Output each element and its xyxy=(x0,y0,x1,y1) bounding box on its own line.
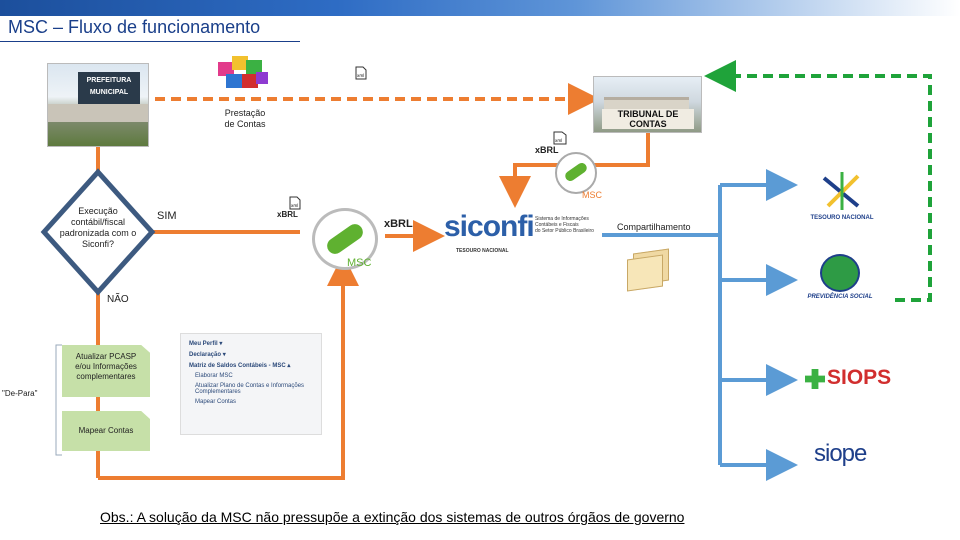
decision-diamond xyxy=(40,168,156,296)
siconfi-logo: siconfi Sistema de Informações Contábeis… xyxy=(444,210,604,258)
prefeitura-sign-line1: PREFEITURA xyxy=(86,77,132,84)
msc-pill-small-icon xyxy=(555,152,597,194)
tesouro-emblem-icon xyxy=(822,172,860,210)
compartilhamento-label: Compartilhamento xyxy=(617,222,691,232)
tesouro-text: TESOURO NACIONAL xyxy=(810,215,874,221)
tesouro-logo: TESOURO NACIONAL xyxy=(805,172,879,228)
page-title: MSC – Fluxo de funcionamento xyxy=(8,17,261,37)
siconfi-name: siconfi xyxy=(444,210,535,243)
prefeitura-sign-line2: MUNICIPAL xyxy=(89,89,129,96)
atualizar-pcasp-box: Atualizar PCASP e/ou Informações complem… xyxy=(62,345,150,397)
siconfi-desc-line2: Contábeis e Fiscais xyxy=(535,222,579,228)
previdencia-emblem-icon xyxy=(820,254,860,292)
xbrl-label-top: xBRL xyxy=(535,145,559,155)
msc-pill-icon xyxy=(312,208,378,270)
previdencia-text: PREVIDÊNCIA SOCIAL xyxy=(807,294,873,300)
atualizar-line2: e/ou Informações xyxy=(75,362,137,371)
menu-item-atualizar[interactable]: Atualizar Plano de Contas e Informações … xyxy=(195,383,305,395)
footer-note: Obs.: A solução da MSC não pressupõe a e… xyxy=(100,509,685,525)
nao-label: NÃO xyxy=(107,294,129,305)
document-icon-3: xml xyxy=(289,196,301,210)
de-para-label: "De-Para" xyxy=(2,389,38,398)
sim-label: SIM xyxy=(157,210,177,222)
document-icon-2: xml xyxy=(553,131,567,145)
prestacao-label: Prestação de Contas xyxy=(216,108,274,130)
prestacao-dashed-arrow xyxy=(96,83,600,115)
folder-icon xyxy=(627,248,669,292)
siconfi-desc: Sistema de Informações Contábeis e Fisca… xyxy=(535,216,605,234)
siconfi-desc-line3: do Setor Público Brasileiro xyxy=(535,228,594,234)
return-loop-arrow xyxy=(98,254,359,480)
header-bar xyxy=(0,0,960,16)
siope-logo: siope xyxy=(814,440,867,467)
decision-line2: contábil/fiscal xyxy=(70,217,126,227)
msc-label-green: MSC xyxy=(347,257,372,269)
menu-item-declaracao[interactable]: Declaração ▾ xyxy=(189,352,226,358)
menu-item-mapear[interactable]: Mapear Contas xyxy=(195,399,237,405)
svg-text:xml: xml xyxy=(555,138,562,143)
tribunal-sign: TRIBUNAL DE CONTAS xyxy=(602,109,694,129)
prefeitura-sign: PREFEITURA MUNICIPAL xyxy=(78,72,140,105)
decision-label: Execução contábil/fiscal padronizada com… xyxy=(48,206,148,250)
siops-logo: SIOPS xyxy=(805,366,891,394)
siconfi-menu: Meu Perfil ▾ Declaração ▾ Matriz de Sald… xyxy=(180,333,322,435)
menu-item-matriz[interactable]: Matriz de Saldos Contábeis - MSC ▴ xyxy=(189,363,291,369)
decision-line3: padronizada com o xyxy=(59,228,137,238)
prestacao-line2: de Contas xyxy=(224,119,266,129)
svg-text:xml: xml xyxy=(291,203,298,208)
feedback-dashed-arrow xyxy=(704,60,932,302)
prestacao-line1: Prestação xyxy=(224,108,266,118)
mapear-contas-box: Mapear Contas xyxy=(62,411,150,451)
tribunal-photo: TRIBUNAL DE CONTAS xyxy=(593,76,702,133)
puzzle-icon xyxy=(218,52,270,94)
siconfi-desc-line1: Sistema de Informações xyxy=(535,216,589,222)
title-underline xyxy=(0,41,300,42)
svg-text:xml: xml xyxy=(357,73,364,78)
document-icon: xml xyxy=(355,66,367,80)
siops-cross-icon xyxy=(805,369,825,389)
decision-line1: Execução xyxy=(78,206,118,216)
prefeitura-photo: PREFEITURA MUNICIPAL xyxy=(47,63,149,147)
siops-text: SIOPS xyxy=(827,366,892,389)
decision-line4: Siconfi? xyxy=(81,239,115,249)
menu-item-elaborar[interactable]: Elaborar MSC xyxy=(195,373,233,379)
xbrl-label-large: xBRL xyxy=(384,218,413,230)
prefeitura-building xyxy=(48,104,148,122)
atualizar-line3: complementares xyxy=(76,372,136,381)
de-para-bracket xyxy=(55,344,62,456)
msc-label-orange: MSC xyxy=(582,190,602,200)
atualizar-line1: Atualizar PCASP xyxy=(75,352,137,361)
previdencia-logo: PREVIDÊNCIA SOCIAL xyxy=(800,254,880,304)
menu-item-meu-perfil[interactable]: Meu Perfil ▾ xyxy=(189,341,223,347)
xbrl-label-left: xBRL xyxy=(277,210,298,219)
siconfi-sub: TESOURO NACIONAL xyxy=(456,248,509,254)
